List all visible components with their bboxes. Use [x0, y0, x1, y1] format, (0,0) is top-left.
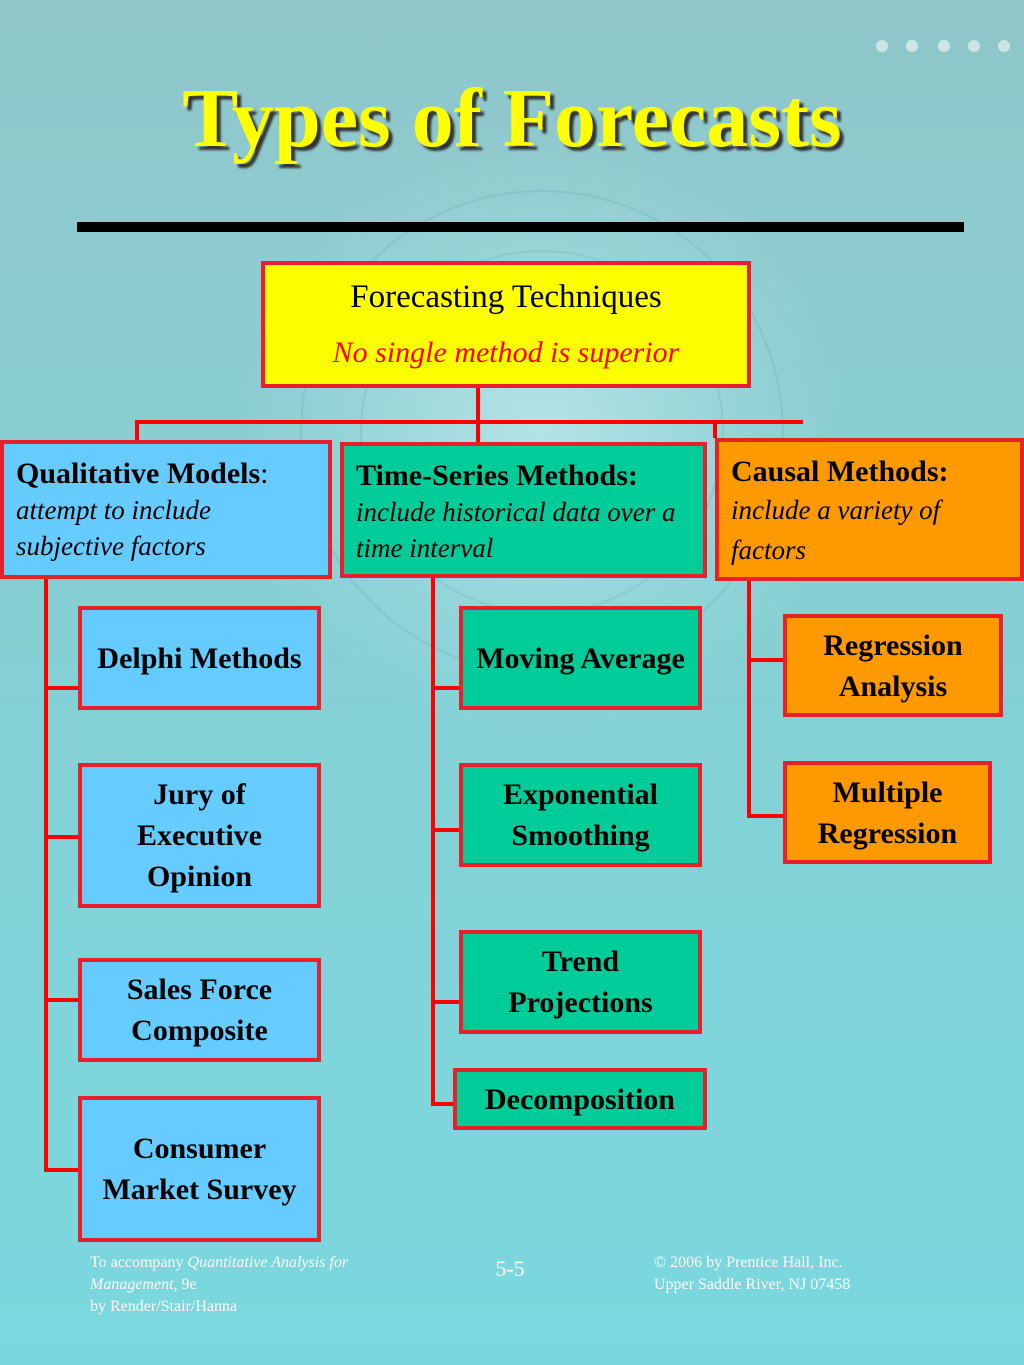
connector	[44, 577, 48, 1172]
category-title: Qualitative Models:	[16, 457, 269, 490]
category-description: include historical data over a time inte…	[356, 497, 676, 563]
qualitative-models-box: Qualitative Models: attempt to include s…	[0, 440, 332, 579]
decorative-dot	[998, 40, 1010, 52]
connector	[476, 420, 480, 442]
root-title: Forecasting Techniques	[350, 279, 662, 315]
category-title: Causal Methods:	[731, 455, 949, 488]
connector	[713, 420, 717, 438]
connector	[431, 686, 461, 690]
connector	[44, 835, 80, 839]
connector	[747, 580, 751, 818]
moving-average-box: Moving Average	[459, 606, 702, 710]
exponential-smoothing-box: Exponential Smoothing	[459, 763, 702, 867]
consumer-market-survey-box: Consumer Market Survey	[78, 1096, 321, 1242]
connector	[431, 1102, 457, 1106]
page-number: 5-5	[495, 1256, 525, 1281]
forecasting-techniques-box: Forecasting Techniques No single method …	[261, 261, 751, 388]
connector	[747, 658, 785, 662]
connector	[135, 420, 139, 440]
decorative-dot	[906, 40, 918, 52]
decorative-dot	[876, 40, 888, 52]
root-subtitle: No single method is superior	[332, 336, 680, 369]
causal-methods-box: Causal Methods: include a variety of fac…	[715, 438, 1024, 581]
connector	[44, 998, 80, 1002]
decomposition-box: Decomposition	[453, 1068, 707, 1130]
connector	[747, 814, 785, 818]
slide-title: Types of Forecasts	[182, 72, 842, 165]
connector	[431, 828, 461, 832]
connector	[135, 420, 803, 424]
category-description: attempt to include subjective factors	[16, 495, 211, 561]
connector	[44, 686, 80, 690]
connector	[476, 386, 480, 422]
footer-credit: To accompany Quantitative Analysis for M…	[90, 1254, 349, 1315]
decorative-dot	[938, 40, 950, 52]
multiple-regression-box: Multiple Regression	[783, 761, 992, 864]
decorative-dot	[968, 40, 980, 52]
footer-copyright: © 2006 by Prentice Hall, Inc. Upper Sadd…	[654, 1254, 851, 1293]
sales-force-composite-box: Sales Force Composite	[78, 958, 321, 1062]
connector	[431, 576, 435, 1106]
connector	[44, 1168, 80, 1172]
regression-analysis-box: Regression Analysis	[783, 614, 1003, 717]
delphi-methods-box: Delphi Methods	[78, 606, 321, 710]
jury-of-executive-opinion-box: Jury of Executive Opinion	[78, 763, 321, 908]
category-title: Time-Series Methods:	[356, 459, 638, 492]
trend-projections-box: Trend Projections	[459, 930, 702, 1034]
title-underline	[77, 222, 964, 232]
connector	[431, 1000, 461, 1004]
category-description: include a variety of factors	[731, 495, 941, 565]
time-series-methods-box: Time-Series Methods: include historical …	[340, 442, 707, 578]
